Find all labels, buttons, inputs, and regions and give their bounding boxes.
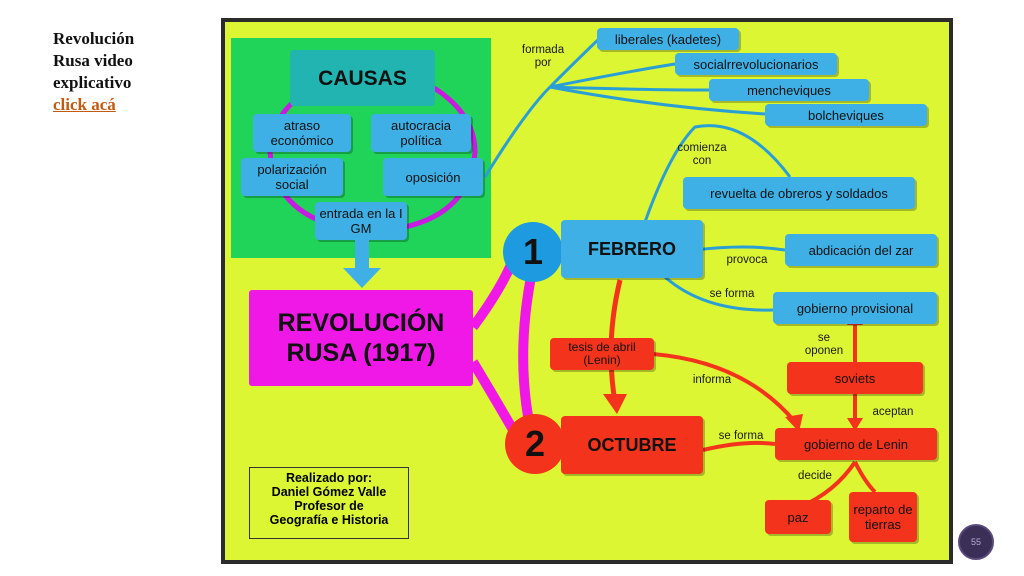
abdicacion-box: abdicación del zar — [785, 234, 937, 266]
link-oposicion-parties — [483, 85, 552, 178]
arrow-shaft — [355, 240, 369, 270]
oppose-connector: se oponen — [804, 332, 844, 357]
link-lenin-tierras — [853, 461, 877, 494]
gobierno-lenin-box: gobierno de Lenin — [775, 428, 937, 460]
link-febrero-revuelta — [643, 124, 792, 223]
gobierno-provisional-box: gobierno provisional — [773, 292, 937, 324]
side-note-line-3: explicativo — [53, 73, 132, 92]
octubre-box: OCTUBRE — [561, 416, 703, 474]
credits-line-3: Profesor de — [294, 499, 364, 513]
step-2-circle: 2 — [505, 414, 565, 474]
cause-entrada-gm: entrada en la I GM — [315, 202, 407, 240]
connector-lines — [267, 36, 877, 509]
tesis-abril-box: tesis de abril (Lenin) — [550, 338, 654, 370]
concept-map: CAUSAS atraso económico autocracia polít… — [225, 22, 949, 560]
accept-connector: aceptan — [872, 406, 914, 418]
forms-connector-oct: se forma — [718, 430, 764, 442]
credits-line-2: Daniel Gómez Valle — [271, 485, 387, 499]
link-febrero-abdicacion — [694, 245, 786, 252]
provokes-connector: provoca — [726, 254, 768, 266]
causes-title: CAUSAS — [290, 50, 435, 106]
side-note-line-1: Revolución — [53, 29, 135, 48]
arrow-to-lenin-2 — [847, 418, 863, 431]
party-mencheviques: mencheviques — [709, 79, 869, 101]
febrero-box: FEBRERO — [561, 220, 703, 278]
parties-connector: formada por — [521, 44, 565, 69]
causes-link-right — [402, 69, 478, 230]
arrow-down-icon — [343, 268, 381, 288]
side-note-line-2: Rusa video — [53, 51, 133, 70]
informs-connector: informa — [692, 374, 732, 386]
soviets-box: soviets — [787, 362, 923, 394]
link-febrero-gobierno — [664, 275, 774, 312]
link-party-4 — [549, 85, 766, 116]
party-liberales: liberales (kadetes) — [597, 28, 739, 50]
party-bolcheviques: bolcheviques — [765, 104, 927, 126]
credits-box: Realizado por: Daniel Gómez Valle Profes… — [249, 467, 409, 539]
cause-polarizacion: polarización social — [241, 158, 343, 196]
cause-oposicion: oposición — [383, 158, 483, 196]
reparto-tierras-box: reparto de tierras — [849, 492, 917, 542]
starts-connector: comienza con — [677, 142, 727, 167]
paz-box: paz — [765, 500, 831, 534]
revuelta-box: revuelta de obreros y soldados — [683, 177, 915, 209]
step-1-circle: 1 — [503, 222, 563, 282]
main-title: REVOLUCIÓN RUSA (1917) — [249, 290, 473, 386]
page-number-badge: 55 — [958, 524, 994, 560]
cause-autocracia: autocracia política — [371, 114, 471, 152]
credits-line-1: Realizado por: — [285, 471, 373, 485]
party-socialrrevolucionarios: socialrrevolucionarios — [675, 53, 837, 75]
link-octubre-lenin — [702, 440, 776, 452]
link-1-2 — [518, 265, 538, 428]
link-party-2 — [549, 62, 676, 89]
arrow-to-lenin — [785, 414, 803, 432]
decides-connector: decide — [798, 470, 832, 482]
arrow-to-octubre — [603, 394, 627, 414]
video-link[interactable]: click acá — [53, 95, 116, 114]
link-tesis-lenin — [652, 352, 797, 424]
forms-connector-feb: se forma — [709, 288, 755, 300]
side-note: Revolución Rusa video explicativo click … — [53, 28, 203, 116]
credits-line-4: Geografía e Historia — [269, 513, 389, 527]
link-party-3 — [549, 85, 711, 92]
cause-atraso: atraso económico — [253, 114, 351, 152]
